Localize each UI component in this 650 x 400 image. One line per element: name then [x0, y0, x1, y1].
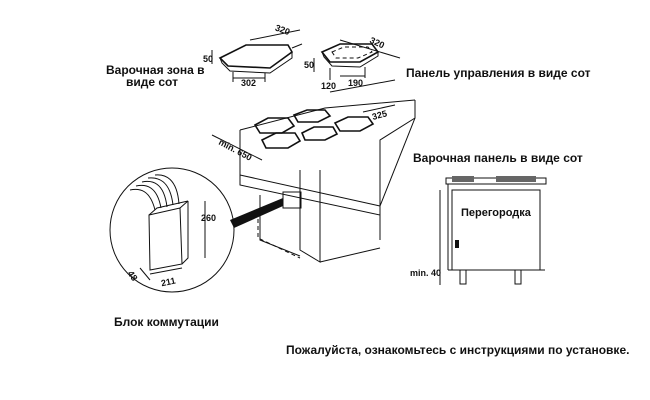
box-height-dim: 260 [201, 213, 216, 223]
instructions-note: Пожалуйста, ознакомьтесь с инструкциями … [286, 343, 629, 357]
box-width-dim: 211 [160, 276, 176, 289]
section-view-drawing [439, 176, 547, 285]
hob-panel-label: Варочная панель в виде сот [413, 151, 583, 165]
hex-hob-zone-drawing [211, 29, 303, 82]
hob-zone-label-line1: Варочная зона в [106, 63, 205, 77]
zone-cutout-dim: 302 [241, 78, 256, 88]
panel-cutout-dim: 190 [348, 78, 363, 88]
control-panel-drawing [313, 39, 401, 93]
worktop-drawing [211, 99, 416, 263]
hob-zone-label-line2: виде сот [126, 75, 178, 89]
worktop-min-dim: min. 650 [217, 137, 254, 163]
panel-depth-dim: 120 [321, 81, 336, 91]
panel-height-dim: 50 [304, 60, 314, 70]
switch-block-label: Блок коммутации [114, 315, 219, 329]
box-depth-dim: 48 [126, 269, 140, 283]
worktop-depth-dim: 325 [371, 108, 388, 122]
zone-height-dim: 50 [203, 54, 213, 64]
min-40-label: min. 40 [410, 268, 441, 278]
partition-label: Перегородка [461, 207, 532, 219]
control-panel-label: Панель управления в виде сот [406, 66, 591, 80]
switch-block-magnified [109, 167, 235, 293]
panel-width-dim: 320 [368, 35, 386, 50]
zone-width-dim: 320 [274, 23, 292, 38]
